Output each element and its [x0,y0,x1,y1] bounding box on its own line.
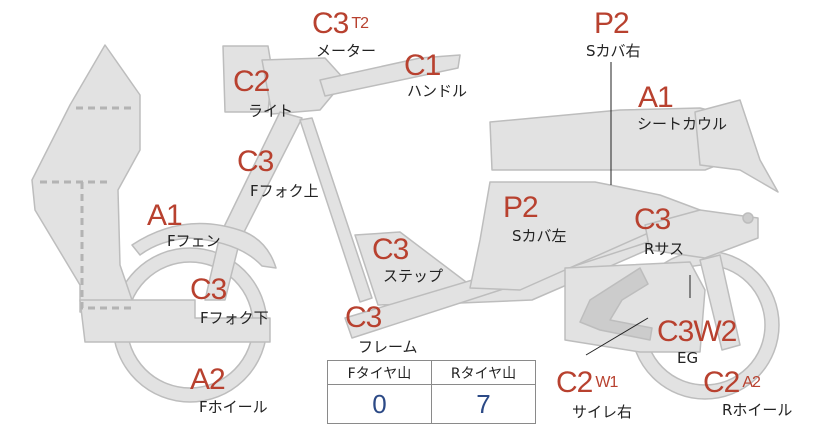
muffler-right-subgrade: W1 [595,374,618,391]
engine-label: EG [677,349,699,367]
fork-lower-grade: C3 [190,273,227,306]
meter-subgrade: T2 [351,15,369,32]
fork-upper-grade: C3 [237,145,274,178]
rear-wheel-label: Rホイール [722,401,793,419]
side-cover-left-label: Sカバ左 [512,227,567,245]
side-cover-right-grade: P2 [594,7,630,40]
light-grade-badge: C2 [230,61,272,103]
muffler-right-grade: C2 [556,366,593,399]
muffler-right-label: サイレ右 [572,403,633,421]
rear-tread-value: 7 [431,384,536,424]
step-grade: C3 [372,233,409,266]
seat-cowl-grade: A1 [638,81,674,114]
fork-lower-label: Fフォク下 [200,309,269,327]
meter-grade-badge: C3 T2 [309,3,369,45]
side-cover-right-label: Sカバ右 [586,42,641,60]
side-cover-right-grade-badge: P2 [591,3,633,45]
rear-suspension-grade: C3 [634,203,671,236]
front-tread-value: 0 [327,384,432,424]
fork-upper-grade-badge: C3 [234,141,276,183]
front-panel-shape [31,44,141,316]
front-fender-shape [131,222,277,269]
muffler-right-grade-badge: C2 W1 [553,362,618,404]
frame-grade-badge: C3 [342,297,384,339]
rear-wheel-subgrade: A2 [742,374,761,391]
front-wheel-label: Fホイール [199,398,268,416]
seat-cowl-label: シートカウル [637,115,728,133]
meter-label: メーター [316,42,377,60]
handle-grade-badge: C1 [401,45,443,87]
rear-suspension-label: Rサス [644,240,685,258]
handle-grade: C1 [404,49,441,82]
rear-tread-header: Rタイヤ山 [431,360,536,385]
tire-tread-table: Fタイヤ山 Rタイヤ山 0 7 [327,360,536,424]
fork-upper-label: Fフォク上 [250,182,319,200]
light-grade: C2 [233,65,270,98]
front-fender-grade: A1 [147,199,183,232]
tail-cowl-shape [694,99,779,193]
front-fender-label: Fフェン [167,232,221,250]
rear-suspension-grade-badge: C3 [631,199,673,241]
meter-grade: C3 [312,7,349,40]
tread-header-row: Fタイヤ山 Rタイヤ山 [327,360,536,385]
rear-wheel-grade: C2 [703,366,740,399]
side-cover-left-grade-badge: P2 [500,187,542,229]
step-label: ステップ [383,267,444,285]
side-cover-shape [469,181,701,291]
handlebar-shape [319,54,461,97]
front-wheel-grade: A2 [190,363,226,396]
rear-wheel-grade-badge: C2 A2 [700,362,761,404]
engine-grade: C3W2 [657,315,737,348]
seat-cowl-grade-badge: A1 [635,77,677,119]
engine-grade-badge: C3W2 [654,311,737,353]
rear-shock-shape [644,209,759,259]
front-wheel-grade-badge: A2 [187,359,229,401]
frame-label: フレーム [358,338,418,356]
side-cover-left-grade: P2 [503,191,539,224]
handle-label: ハンドル [407,82,468,100]
frame-downtube-shape [299,117,373,303]
step-grade-badge: C3 [369,229,411,271]
front-tread-header: Fタイヤ山 [327,360,432,385]
tread-value-row: 0 7 [327,384,536,424]
frame-grade: C3 [345,301,382,334]
light-label: ライト [248,102,294,120]
fork-lower-grade-badge: C3 [187,269,229,311]
